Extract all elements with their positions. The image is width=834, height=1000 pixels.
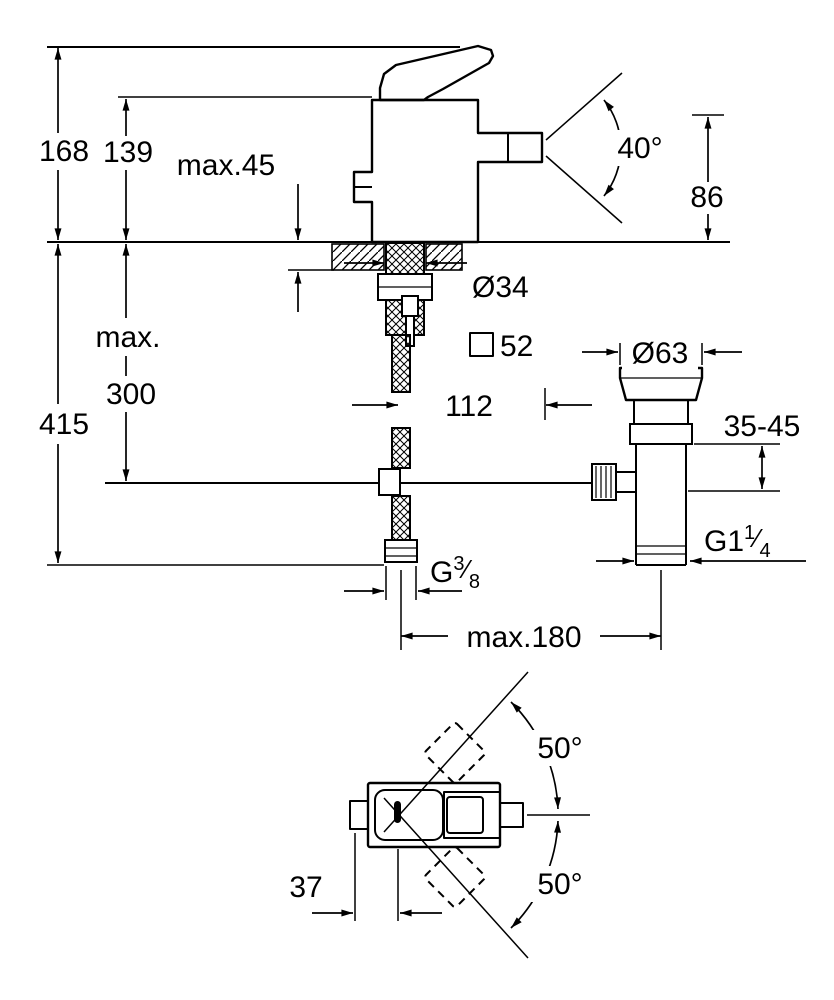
deck-cross-section [331, 243, 463, 271]
rotation-axis-down [383, 797, 529, 959]
dim-max-word-label: max. [95, 321, 160, 354]
waste-flange [618, 366, 704, 402]
dim-40deg-label: 40° [617, 132, 662, 165]
dim-dia63 [582, 343, 742, 365]
dim-g38 [344, 566, 462, 600]
faucet-lever-handle [378, 44, 495, 102]
dim-112 [352, 388, 592, 420]
dim-86-label: 86 [690, 181, 723, 214]
cartridge-square-plan [446, 796, 484, 834]
handle-rotated-down-ghost [424, 846, 486, 908]
waste-rod-neck [615, 471, 637, 493]
dim-415 [47, 244, 384, 566]
dimension-labels: 168 139 max.45 40° 86 Ø34 max. 300 415 5… [39, 130, 800, 904]
side-view [47, 44, 730, 566]
flex-hose-lower [391, 495, 411, 541]
hose-nut [384, 539, 418, 563]
dim-g38-label: G3⁄8 [430, 553, 480, 593]
dim-max180 [400, 570, 662, 650]
dim-37 [312, 833, 442, 921]
spout-body-plan [374, 789, 444, 841]
dim-300-label: 300 [106, 378, 156, 411]
rod-clamp [378, 468, 401, 496]
outlet-plan [499, 802, 524, 828]
dim-dia34-label: Ø34 [472, 271, 529, 304]
dimensions [47, 48, 806, 929]
dim-112-label: 112 [445, 390, 493, 423]
faucet-body [352, 44, 544, 244]
handle-base-plan [443, 791, 501, 839]
dim-415-label: 415 [39, 408, 89, 441]
dim-max45 [288, 184, 334, 312]
dim-3545 [688, 443, 780, 492]
dim-sq52-label: 52 [500, 330, 533, 363]
dim-37-label: 37 [289, 871, 322, 904]
dim-dia63-label: Ø63 [632, 337, 689, 370]
square-section-symbol [469, 332, 494, 357]
dim-86 [692, 114, 724, 240]
handle-rotated-up-ghost [424, 722, 486, 784]
dim-max180-label: max.180 [466, 621, 581, 654]
dim-139-label: 139 [103, 136, 153, 169]
dim-139 [118, 96, 372, 240]
dim-168-label: 168 [39, 135, 89, 168]
flex-hose-upper [391, 334, 411, 393]
spray-lines [545, 72, 623, 224]
rod-linkage [401, 295, 419, 317]
dim-g114-label: G11⁄4 [704, 522, 771, 562]
pop-up-waste [591, 366, 704, 566]
dim-50deg-up-label: 50° [537, 732, 582, 765]
rod-exit-plan [349, 800, 369, 830]
top-view [349, 671, 590, 959]
flex-hose-middle [391, 427, 411, 469]
dim-max45-label: max.45 [177, 149, 275, 182]
rotation-axis-up [383, 671, 529, 833]
dim-50deg-down-label: 50° [537, 868, 582, 901]
dim-3545-label: 35-45 [724, 410, 801, 443]
waste-seal-ring [629, 423, 693, 445]
shank-and-hoses [105, 242, 592, 563]
